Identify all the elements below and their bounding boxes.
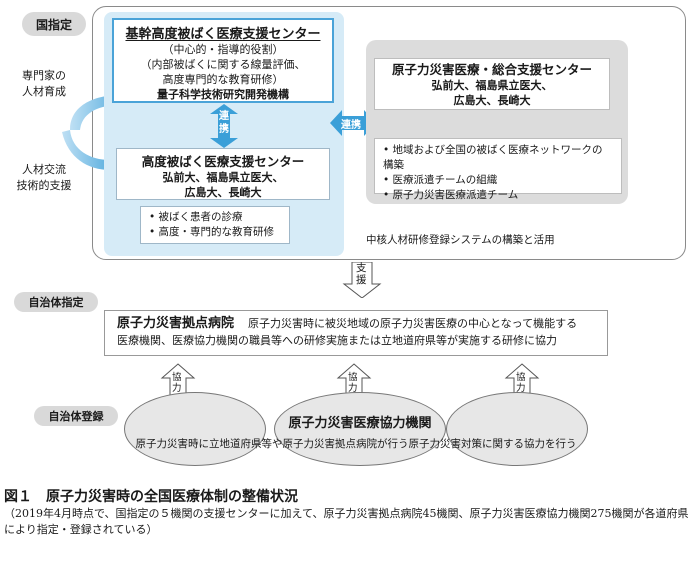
base-hospital-desc: 医療機関、医療協力機関の職員等への研修実施または立地道府県等が実施する研修に協力 — [117, 334, 557, 347]
base-hospital-box: 原子力災害拠点病院原子力災害時に被災地域の原子力災害医療の中心となって機能する … — [104, 310, 608, 356]
vertical-link-label: 連携 — [219, 111, 229, 135]
coop-ellipse-right — [446, 392, 588, 466]
municipal-registration-label: 自治体登録 — [34, 406, 118, 426]
advanced-center-title: 高度被ばく医療支援センター — [141, 154, 305, 169]
municipal-designation-label: 自治体指定 — [14, 292, 98, 312]
advanced-center-line: 広島大、長崎大 — [184, 186, 262, 199]
base-hospital-title: 原子力災害拠点病院 — [117, 316, 235, 331]
registry-system-text: 中核人材研修登録システムの構築と活用 — [366, 234, 555, 246]
core-support-center: 基幹高度被ばく医療支援センター （中心的・指導的役割） （内部被ばくに関する線量… — [112, 18, 334, 103]
base-hospital-desc: 原子力災害時に被災地域の原子力災害医療の中心となって機能する — [248, 317, 578, 330]
horizontal-link-arrow — [330, 110, 376, 136]
duty-item: • 地域および全国の被ばく医療ネットワークの構築 — [383, 144, 603, 171]
duty-item: • 被ばく患者の診療 — [149, 211, 243, 223]
exchange-support-label: 人材交流 技術的支援 — [16, 163, 72, 192]
advanced-center-line: 弘前大、福島県立医大、 — [162, 171, 284, 184]
core-center-org: 量子科学技術研究開発機構 — [157, 88, 289, 101]
national-label: 国指定 — [22, 12, 86, 36]
advanced-center-duties: • 被ばく患者の診療 • 高度・専門的な教育研修 — [140, 206, 290, 244]
figure-caption-note: （2019年4月時点で、国指定の５機関の支援センターに加えて、原子力災害拠点病院… — [4, 507, 689, 536]
expert-training-label: 専門家の 人材育成 — [22, 69, 66, 98]
duty-item: • 医療派遣チームの組織 — [383, 174, 498, 186]
core-center-line: （中心的・指導的役割） — [162, 43, 284, 56]
coop-ellipse-center — [274, 392, 446, 466]
general-center-title: 原子力災害医療・総合支援センター — [391, 62, 592, 77]
support-arrow — [342, 262, 382, 298]
core-center-line: （内部被ばくに関する線量評価、 — [140, 58, 306, 71]
core-center-line: 高度専門的な教育研修） — [162, 73, 284, 86]
cooperation-label: 協力 — [172, 372, 182, 394]
general-center-duties: • 地域および全国の被ばく医療ネットワークの構築 • 医療派遣チームの組織 • … — [374, 138, 622, 201]
cooperation-label: 協力 — [348, 372, 358, 394]
support-label: 支援 — [356, 262, 367, 286]
horizontal-link-label: 連携 — [341, 120, 361, 131]
core-center-title: 基幹高度被ばく医療支援センター — [125, 27, 321, 42]
general-center-line: 弘前大、福島県立医大、 — [431, 79, 553, 92]
vertical-link-arrow — [210, 104, 238, 148]
coop-ellipse-left — [124, 392, 266, 466]
general-center-line: 広島大、長崎大 — [453, 94, 531, 107]
duty-item: • 高度・専門的な教育研修 — [149, 226, 275, 238]
coop-institution-title: 原子力災害医療協力機関 — [288, 416, 432, 431]
coop-institution-desc: 原子力災害時に立地道府県等や原子力災害拠点病院が行う原子力災害対策に関する協力を… — [135, 438, 577, 450]
cooperation-label: 協力 — [516, 372, 526, 394]
advanced-support-center: 高度被ばく医療支援センター 弘前大、福島県立医大、 広島大、長崎大 — [116, 148, 330, 200]
duty-item: • 原子力災害医療派遣チーム — [383, 189, 519, 201]
general-support-center: 原子力災害医療・総合支援センター 弘前大、福島県立医大、 広島大、長崎大 — [374, 58, 610, 110]
figure-caption-title: 図１ 原子力災害時の全国医療体制の整備状況 — [4, 489, 298, 505]
